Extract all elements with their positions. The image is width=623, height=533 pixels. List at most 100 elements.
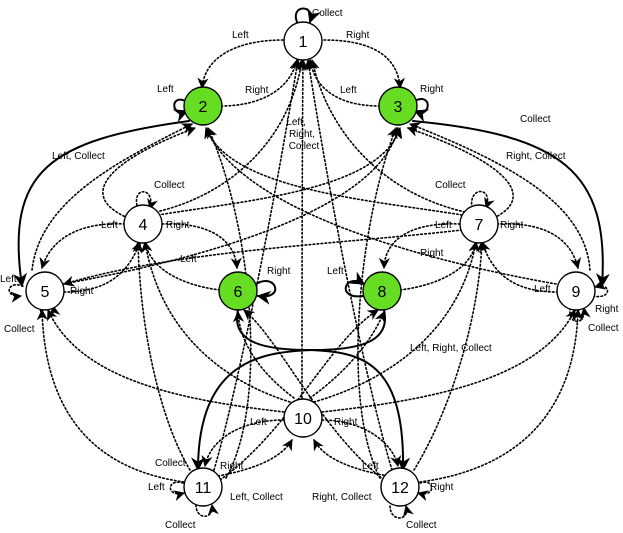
edge-3-1 [306,58,381,107]
state-3: 3 [378,86,418,126]
state-circle [183,467,223,507]
state-circle [378,86,418,126]
state-circle [556,271,596,311]
label-9-left: Left [534,284,551,295]
state-label: 4 [139,217,148,234]
edge-10-4 [141,240,291,403]
edge-7-2 [204,126,463,216]
label-2-5: Left, Collect [52,151,105,162]
label-9-3: Right, Collect [506,151,566,162]
edge-7-self [470,190,495,210]
label-7-right: Right [500,220,524,231]
label-2-self: Left [157,84,174,95]
state-label: 6 [234,284,243,301]
edges [8,7,610,519]
edge-4-6 [161,223,242,270]
edge-5-4 [63,240,142,293]
edge-7-5 [62,229,463,287]
edge-6-self [255,280,277,305]
edge-10-9 [321,308,576,413]
label-5-right: Right [70,286,94,297]
state-label: 2 [199,99,208,116]
edge-7-1 [308,58,466,213]
label-1-self: Collect [312,8,343,19]
edge-4-2 [102,126,197,219]
edge-10-8 [309,310,386,399]
edge-1-3 [323,39,405,90]
label-4-self: Collect [154,180,185,191]
label-5-collect: Collect [4,324,35,335]
edge-11-8 [219,309,379,481]
edge-11-self-b [195,503,219,518]
label-right-to-8: Right [420,248,444,259]
edge-12-9 [419,308,584,483]
edge-7-8 [378,223,461,270]
state-circle [25,271,65,311]
state-label: 12 [391,480,409,497]
state-circle [283,398,323,438]
label-3-1: Left [340,85,357,96]
label-11-right: Right [220,461,244,472]
edge-labels: Collect Left Right Left Right Left Right… [0,8,619,531]
state-circle [183,86,223,126]
state-1: 1 [283,21,323,61]
state-circle [380,467,420,507]
state-2: 2 [183,86,223,126]
edge-9-3 [408,122,591,271]
label-3-self: Right [420,84,444,95]
edge-12-7 [413,240,488,471]
edge-2-5 [13,120,190,288]
edge-11-self-a [169,481,186,502]
label-left-to-6: Left [180,254,197,265]
label-5-left: Left [0,274,17,285]
label-1-2: Left [232,30,249,41]
state-circle [218,271,258,311]
label-11-collect-bottom: Collect [165,520,196,531]
state-label: 1 [299,34,308,51]
edge-9-2 [204,126,557,285]
edge-1-2 [197,39,284,90]
state-7: 7 [459,204,499,244]
edge-12-6 [243,309,385,481]
nodes: 1 2 3 4 5 6 7 8 [25,21,596,507]
label-10-lrc: Left, Right, Collect [410,343,492,354]
state-label: 9 [572,284,581,301]
edge-7-9 [496,223,582,270]
edge-4-1 [155,58,307,213]
edge-4-5 [39,223,126,270]
label-3-9: Collect [520,114,551,125]
state-5: 5 [25,271,65,311]
edge-5-3 [61,126,402,285]
edge-8-self [344,271,366,298]
label-9-right: Right [595,304,619,315]
edge-4-self [135,191,158,211]
label-1-3: Right [346,30,370,41]
label-12-right-collect: Right, Collect [312,492,372,503]
edge-2-self [172,98,189,123]
label-8-self: Left [327,266,344,277]
label-2-1: Right [245,85,269,96]
edge-10-5 [47,308,285,413]
edge-10-1 [297,58,309,399]
label-4-right: Right [166,220,190,231]
label-6-self: Right [267,266,291,277]
state-10: 10 [283,398,323,438]
edge-11-4 [132,240,191,471]
edge-6-4 [141,240,221,291]
label-lrc-stacked-1: Left, [286,117,305,128]
edge-5-self [8,283,24,303]
edge-4-3 [157,126,403,216]
label-12-right: Right [430,482,454,493]
state-label: 8 [378,284,387,301]
state-circle [362,271,402,311]
label-11-collect-top: Collect [155,458,186,469]
state-circle [123,204,163,244]
edge-3-9 [412,120,610,288]
state-label: 3 [394,99,403,116]
state-label: 10 [294,411,312,428]
label-12-collect-bottom: Collect [406,520,437,531]
edge-1-self [294,7,321,24]
state-6: 6 [218,271,258,311]
edge-8-11 [191,309,387,472]
edge-7-3 [406,126,514,219]
